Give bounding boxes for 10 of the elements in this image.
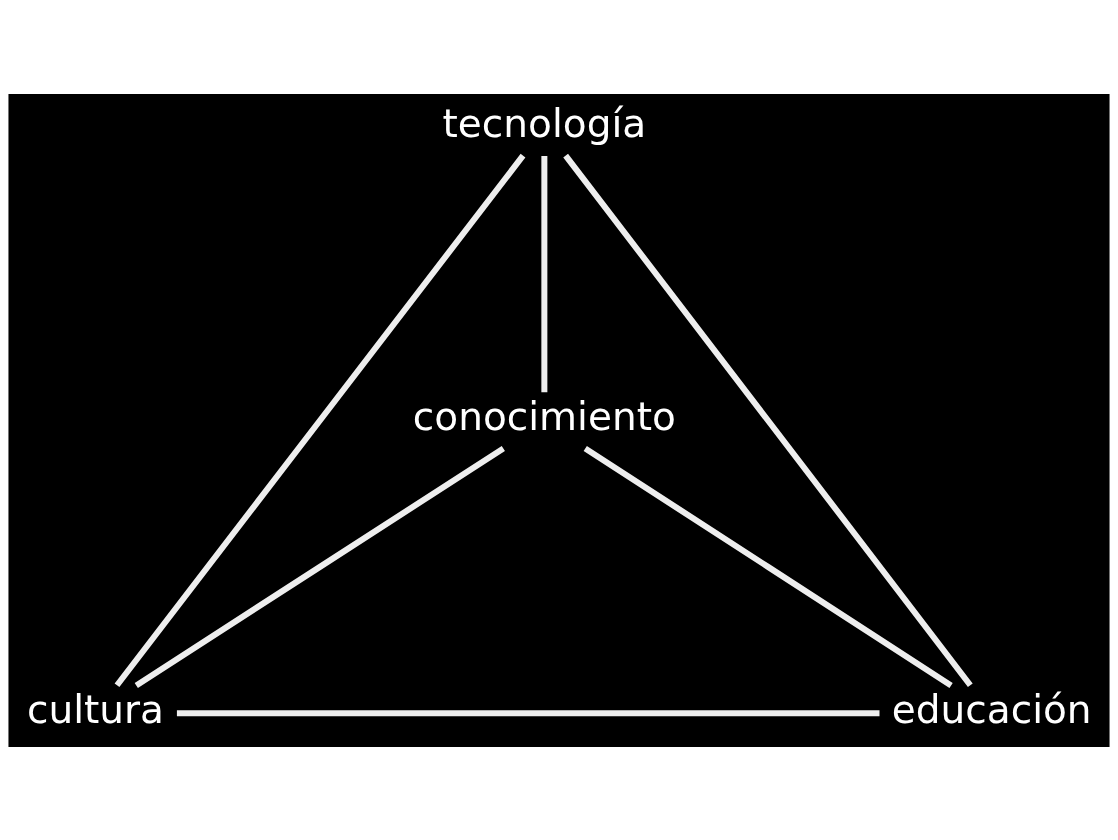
- connector: [563, 153, 973, 687]
- node-text: cultura: [27, 686, 165, 732]
- node-text: conocimiento: [412, 393, 676, 439]
- connector: [176, 709, 880, 716]
- node-text: tecnología: [442, 100, 647, 146]
- connector: [583, 445, 953, 688]
- connector: [114, 153, 526, 687]
- connector: [541, 155, 548, 392]
- connector: [134, 445, 505, 688]
- node-text: educación: [891, 686, 1092, 732]
